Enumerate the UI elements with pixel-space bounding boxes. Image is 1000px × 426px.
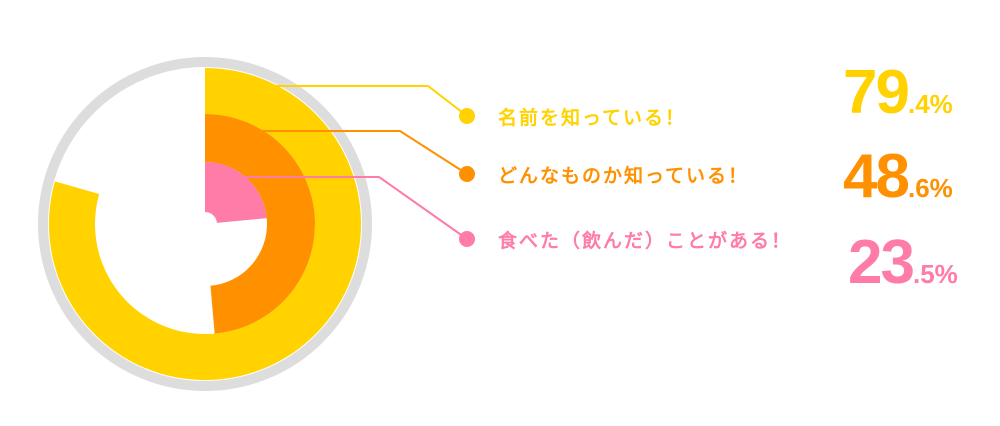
percent-integer-1: 79 xyxy=(843,58,910,127)
legend-dot-2 xyxy=(459,166,475,182)
legend-dot-3 xyxy=(459,231,475,247)
percent-value-1: 79.4% xyxy=(843,62,953,124)
legend-label-1: 名前を知っている！ xyxy=(498,107,687,129)
percent-integer-3: 23 xyxy=(848,228,915,297)
percent-value-3: 23.5% xyxy=(848,232,958,294)
percent-decimal-3: .5% xyxy=(912,259,958,289)
leader-line-3 xyxy=(205,176,468,240)
percent-decimal-2: .6% xyxy=(907,173,953,203)
percent-decimal-1: .4% xyxy=(907,89,953,119)
outer-track-ring xyxy=(38,57,372,391)
legend-label-2: どんなものか知っている！ xyxy=(498,165,750,187)
leader-line-1 xyxy=(205,85,468,117)
leader-line-2 xyxy=(205,130,468,175)
percent-value-2: 48.6% xyxy=(843,146,953,208)
ring-arc-2 xyxy=(205,114,316,334)
ring-arc-1 xyxy=(49,68,362,380)
legend-dot-1 xyxy=(459,108,475,124)
percent-integer-2: 48 xyxy=(843,142,910,211)
legend-label-3: 食べた（飲んだ）ことがある！ xyxy=(498,230,793,252)
